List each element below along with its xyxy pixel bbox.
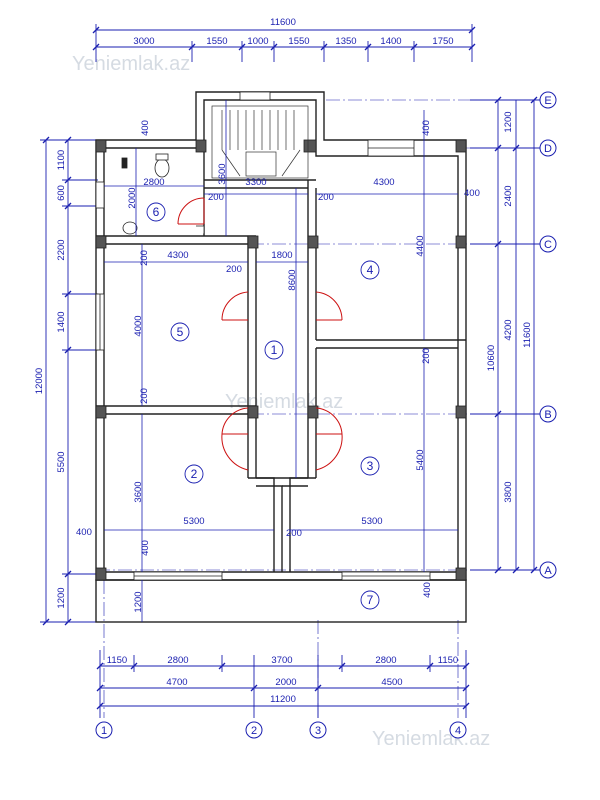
bottom-dimension-chain <box>96 650 470 718</box>
dim-interior: 200 <box>318 192 334 203</box>
dim-top-seg: 3000 <box>133 36 154 47</box>
dim-right-seg: 3800 <box>503 481 514 502</box>
dim-interior: 4000 <box>133 315 144 336</box>
room-label: 6 <box>153 205 160 219</box>
dim-interior: 4300 <box>373 177 394 188</box>
axis-label-a: A <box>544 565 552 577</box>
dim-left-seg: 600 <box>56 185 67 201</box>
dim-right-seg: 4200 <box>503 319 514 340</box>
axis-label-b: B <box>544 409 551 421</box>
dim-interior: 400 <box>140 540 151 556</box>
windows <box>95 91 431 581</box>
dim-interior: 5300 <box>183 516 204 527</box>
left-dimension-chain <box>40 136 98 626</box>
axis-bubbles <box>95 91 557 739</box>
axis-label-c: C <box>544 239 552 251</box>
dim-interior: 400 <box>422 582 433 598</box>
dim-bottom-row1: 1150 <box>438 655 458 666</box>
dim-interior: 1200 <box>133 591 144 612</box>
dim-interior: 2800 <box>143 177 164 188</box>
dim-bottom-row2: 2000 <box>275 677 296 688</box>
room-bubbles <box>146 202 380 610</box>
room-label: 5 <box>177 325 184 339</box>
dim-right-seg: 2400 <box>503 185 514 206</box>
columns <box>95 139 467 581</box>
axis-label-1: 1 <box>101 725 107 737</box>
dim-top-seg: 1550 <box>288 36 309 47</box>
room-label: 7 <box>367 593 374 607</box>
dim-left-seg: 2200 <box>56 239 67 260</box>
axis-label-3: 3 <box>315 725 321 737</box>
dim-bottom-row1: 2800 <box>167 655 188 666</box>
dim-bottom-row1: 2800 <box>375 655 396 666</box>
dim-interior: 200 <box>139 388 150 404</box>
dim-interior: 400 <box>421 120 432 136</box>
dim-bottom-row1: 3700 <box>271 655 292 666</box>
watermark-bottom: Yeniemlak.az <box>372 728 490 750</box>
axis-label-d: D <box>544 143 552 155</box>
axis-label-4: 4 <box>455 725 461 737</box>
dim-top-seg: 1350 <box>335 36 356 47</box>
dim-left-seg: 1100 <box>56 150 67 170</box>
axis-label-e: E <box>544 95 551 107</box>
dim-top-seg: 1550 <box>206 36 227 47</box>
room-label: 3 <box>367 459 374 473</box>
watermark-center: Yeniemlak.az <box>225 391 343 413</box>
dim-right-seg: 1200 <box>503 111 514 132</box>
dim-interior: 400 <box>76 527 92 538</box>
watermark-top: Yeniemlak.az <box>72 53 190 75</box>
dim-interior: 1800 <box>271 250 292 261</box>
dim-interior: 4400 <box>415 235 426 256</box>
dim-top-seg: 1400 <box>380 36 401 47</box>
bathroom-fixtures <box>121 153 205 235</box>
room-label: 1 <box>271 343 278 357</box>
dim-interior: 3600 <box>133 481 144 502</box>
dim-interior: 4300 <box>167 250 188 261</box>
dim-top-seg: 1750 <box>432 36 453 47</box>
top-dimension-chain <box>92 24 476 62</box>
dim-interior: 400 <box>464 188 480 199</box>
dim-interior: 3600 <box>217 163 228 184</box>
dim-bottom-row2: 4500 <box>381 677 402 688</box>
staircase <box>211 105 309 179</box>
dim-interior: 200 <box>208 192 224 203</box>
dim-left-seg: 1200 <box>56 587 67 608</box>
dim-interior: 400 <box>140 120 151 136</box>
dim-right-subtotal: 10600 <box>486 345 497 371</box>
dim-interior: 200 <box>421 348 432 364</box>
walls <box>95 91 467 623</box>
interior-dimension-lines <box>104 100 458 622</box>
dim-bottom-overall: 11200 <box>270 694 296 705</box>
dim-interior: 2000 <box>127 187 138 208</box>
dim-top-overall: 11600 <box>270 17 296 28</box>
dim-interior: 200 <box>139 250 150 266</box>
dim-bottom-row1: 1150 <box>107 655 127 666</box>
dim-bottom-row2: 4700 <box>166 677 187 688</box>
room-label: 2 <box>191 467 198 481</box>
dim-left-seg: 5500 <box>56 451 67 472</box>
dim-top-seg: 1000 <box>247 36 268 47</box>
doors <box>177 197 343 471</box>
dim-left-seg: 1400 <box>56 311 67 332</box>
dim-right-overall: 11600 <box>522 322 533 348</box>
dim-interior: 5400 <box>415 449 426 470</box>
dim-interior: 200 <box>286 528 302 539</box>
dim-interior: 3300 <box>245 177 266 188</box>
dim-interior: 200 <box>226 264 242 275</box>
room-label: 4 <box>367 263 374 277</box>
dim-left-overall: 12000 <box>34 368 45 394</box>
dim-interior: 8600 <box>287 269 298 290</box>
axis-label-2: 2 <box>251 725 257 737</box>
dim-interior: 5300 <box>361 516 382 527</box>
